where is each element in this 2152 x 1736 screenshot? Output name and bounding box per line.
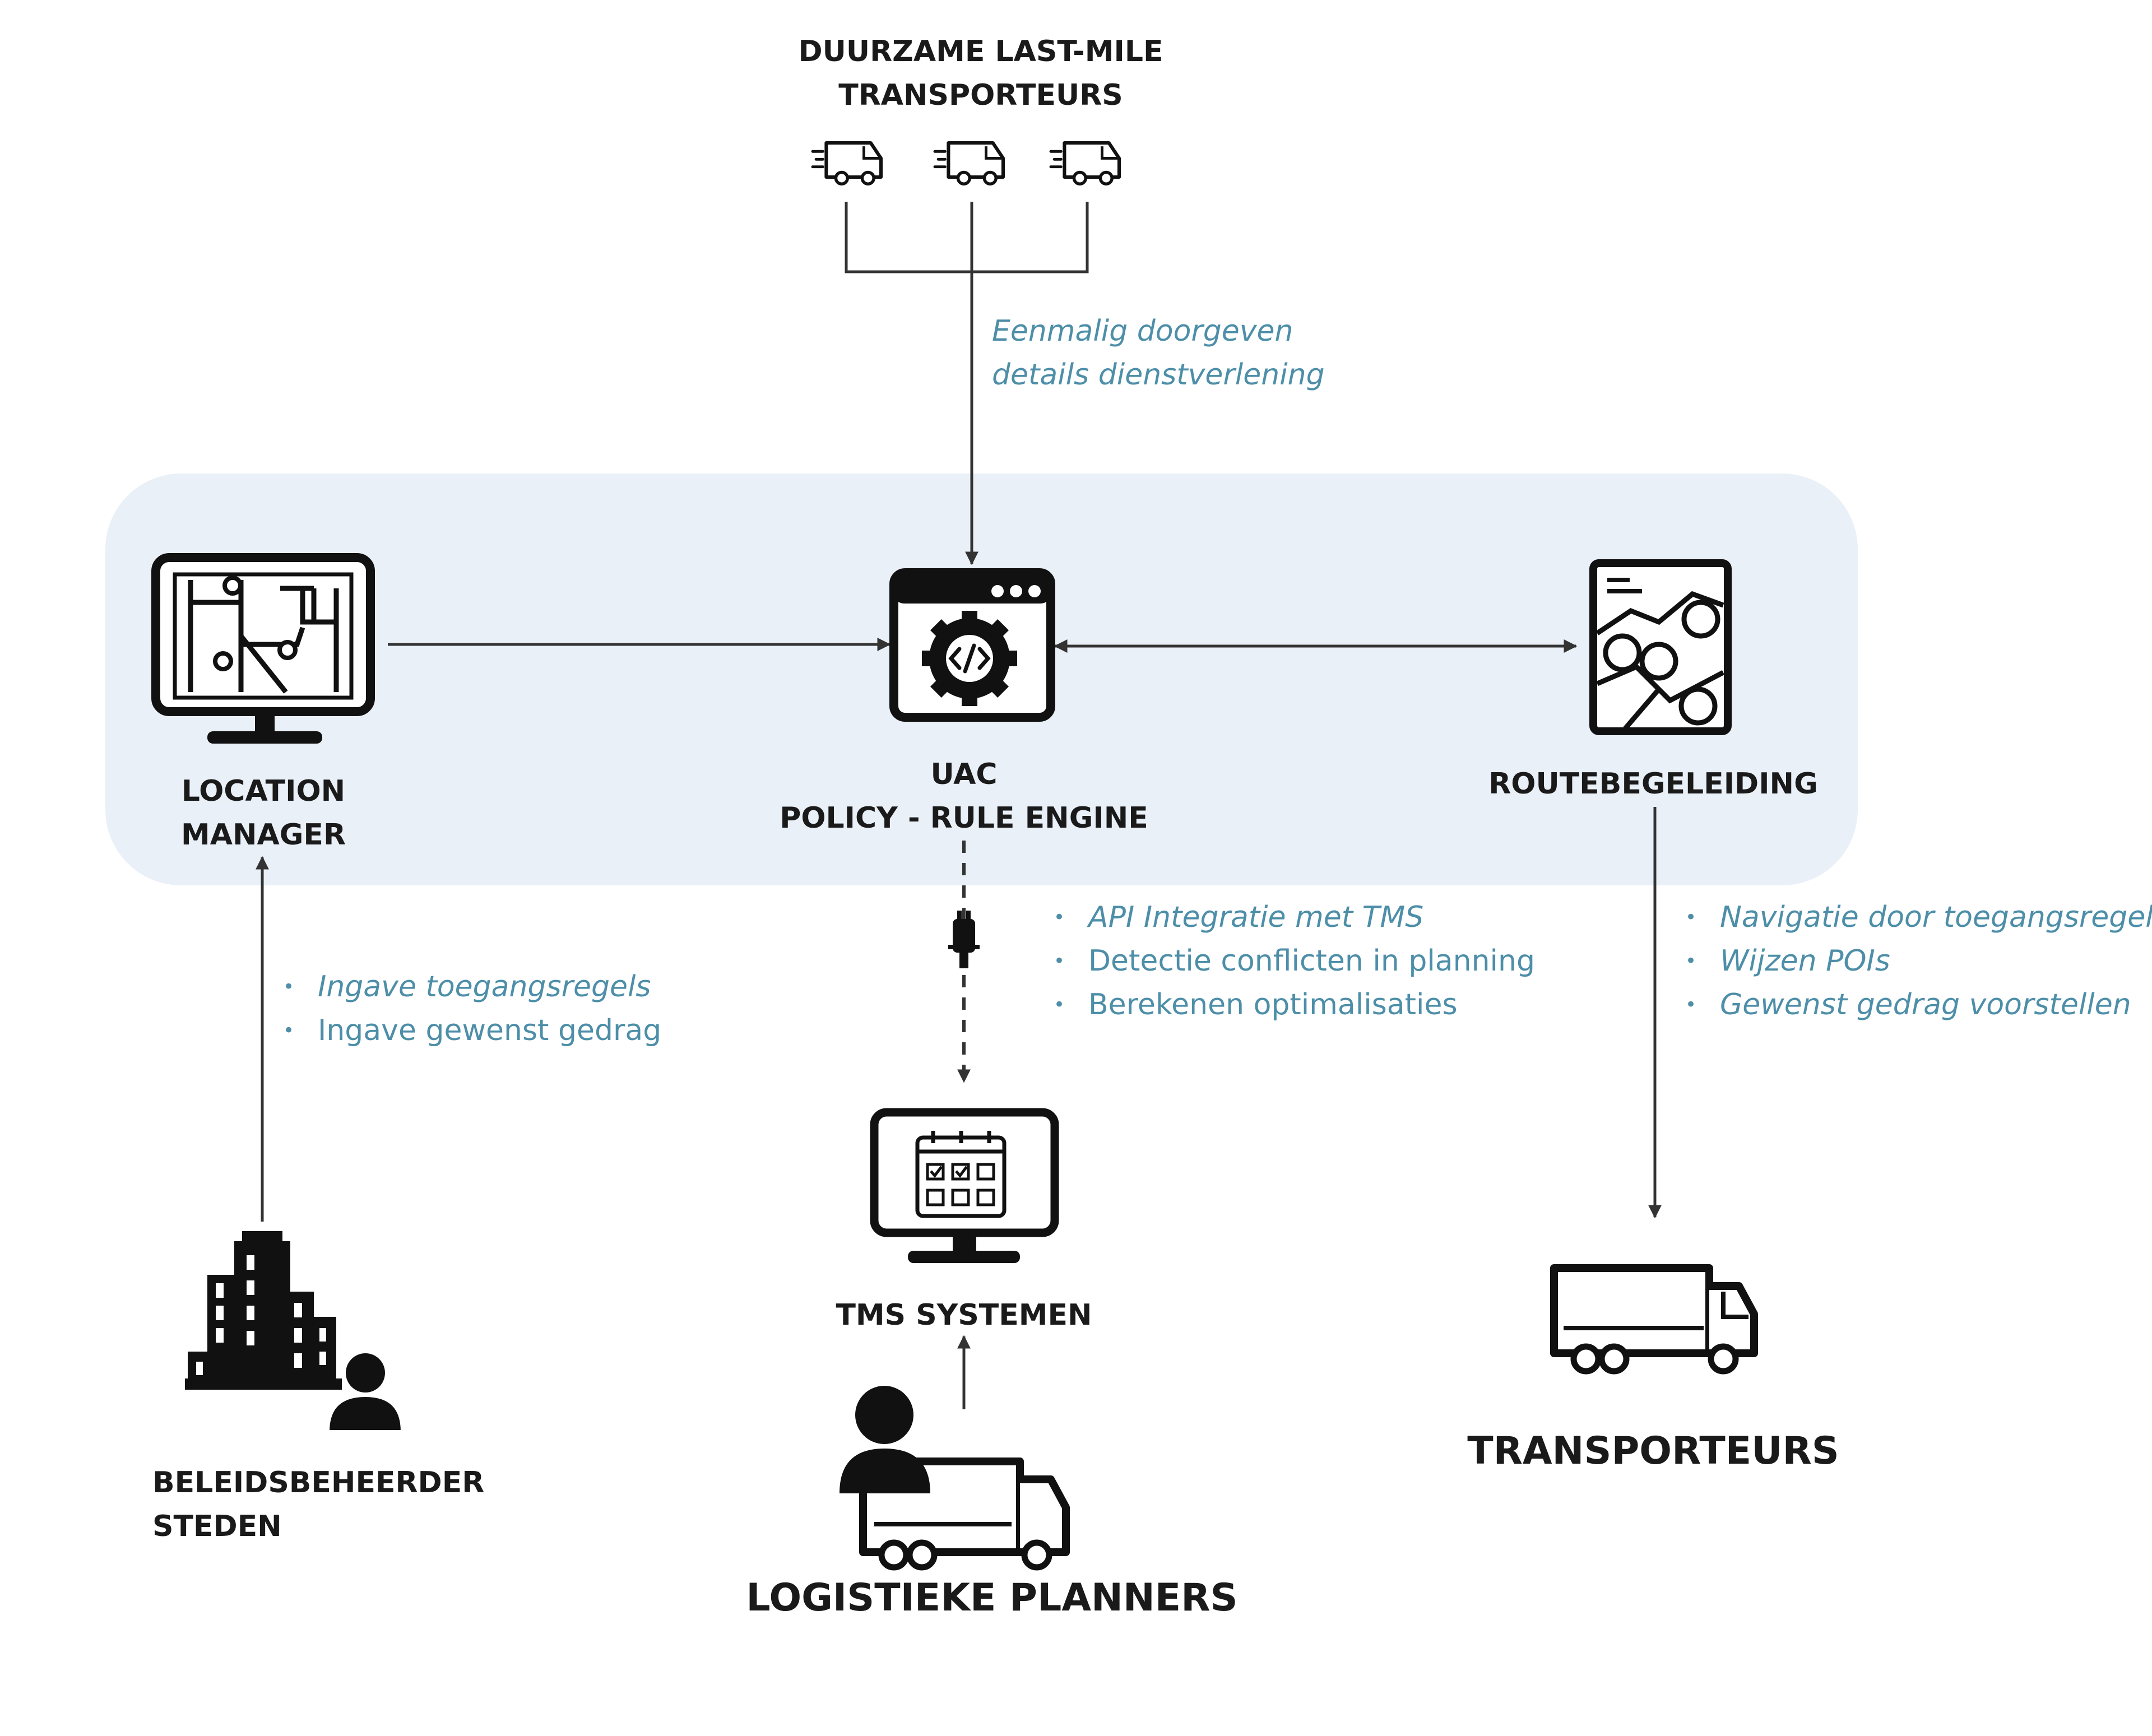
top-group-title-line2: TRANSPORTEURS (838, 78, 1123, 112)
top-note-line2: details dienstverlening (992, 358, 1325, 392)
center-notes: API Integratie met TMS Detectie conflict… (1054, 895, 1535, 1027)
monitor-map-icon (151, 553, 375, 744)
plug-icon (948, 911, 980, 968)
location-manager-label-line1: LOCATION (181, 774, 346, 808)
routebegeleiding-label: ROUTEBEGELEIDING (1488, 767, 1818, 801)
code-gear-window-icon (889, 568, 1055, 722)
top-connector (845, 202, 1089, 565)
right-note-item: Navigatie door toegangsregels (1685, 895, 2152, 939)
tms-label: TMS SYSTEMEN (836, 1298, 1092, 1332)
center-note-item: API Integratie met TMS (1054, 895, 1535, 939)
uac-label: UAC POLICY - RULE ENGINE (740, 753, 1188, 840)
right-note-item: Gewenst gedrag voorstellen (1685, 983, 2152, 1027)
right-notes: Navigatie door toegangsregels Wijzen POI… (1685, 895, 2152, 1027)
person-truck-icon (840, 1386, 1070, 1571)
planners-label: LOGISTIEKE PLANNERS (746, 1576, 1238, 1620)
left-note-item: Ingave toegangsregels (283, 965, 661, 1009)
transporteurs-label: TRANSPORTEURS (1467, 1429, 1839, 1473)
beleid-label: BELEIDSBEHEERDER STEDEN (152, 1461, 484, 1548)
delivery-van-icon (1051, 143, 1119, 184)
uac-label-line2: POLICY - RULE ENGINE (780, 801, 1148, 835)
top-group-title: DUURZAME LAST-MILE TRANSPORTEURS (785, 30, 1177, 117)
truck-icon (1550, 1264, 1758, 1375)
center-note-item: Detectie conflicten in planning (1054, 939, 1535, 983)
delivery-van-icon (935, 143, 1003, 184)
city-person-icon (185, 1231, 405, 1433)
top-note-line1: Eenmalig doorgeven (992, 314, 1293, 348)
center-note-item: Berekenen optimalisaties (1054, 983, 1535, 1027)
beleid-label-line1: BELEIDSBEHEERDER (152, 1466, 485, 1500)
monitor-calendar-icon (870, 1108, 1059, 1263)
right-note-item: Wijzen POIs (1685, 939, 2152, 983)
location-manager-label: LOCATION MANAGER (123, 769, 404, 857)
delivery-van-icon (813, 143, 881, 184)
top-group-title-line1: DUURZAME LAST-MILE (798, 35, 1163, 68)
location-manager-label-line2: MANAGER (181, 818, 346, 852)
uac-label-line1: UAC (930, 758, 998, 791)
route-map-icon (1589, 559, 1732, 735)
left-note-item: Ingave gewenst gedrag (283, 1009, 661, 1052)
left-notes: Ingave toegangsregels Ingave gewenst ged… (283, 965, 661, 1052)
beleid-label-line2: STEDEN (152, 1510, 282, 1543)
top-note: Eenmalig doorgeven details dienstverleni… (992, 309, 1325, 397)
